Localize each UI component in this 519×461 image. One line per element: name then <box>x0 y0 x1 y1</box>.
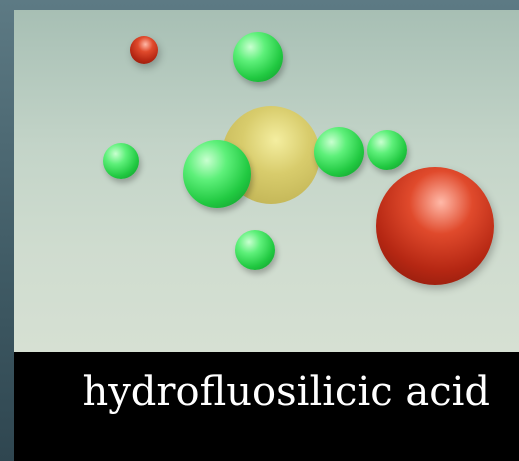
green-atom-bottom <box>235 230 275 270</box>
caption-bar <box>14 352 519 461</box>
large-red-atom <box>376 167 494 285</box>
green-atom-front <box>183 140 251 208</box>
video-frame: hydrofluosilicic acid <box>14 10 519 461</box>
green-atom-top <box>233 32 283 82</box>
caption-text: hydrofluosilicic acid <box>82 369 490 415</box>
green-atom-left <box>103 143 139 179</box>
green-atom-right-2 <box>367 130 407 170</box>
small-red-atom <box>130 36 158 64</box>
green-atom-right-1 <box>314 127 364 177</box>
molecule-scene <box>14 10 519 352</box>
